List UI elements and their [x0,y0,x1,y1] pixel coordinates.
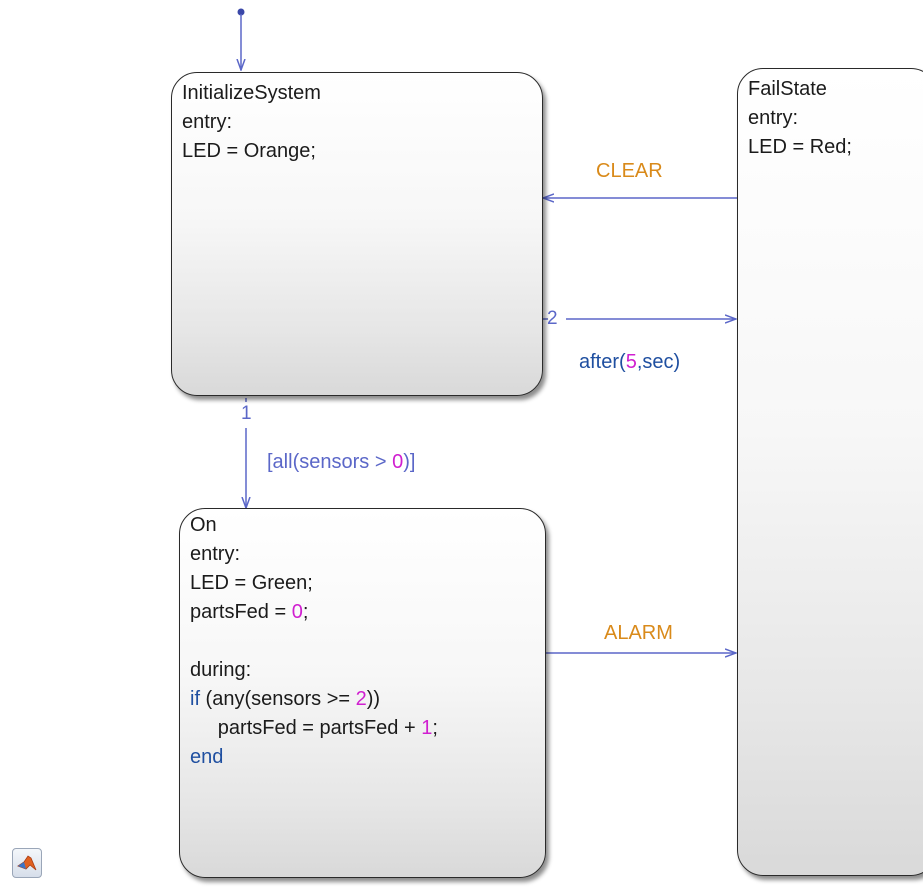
matlab-logo-icon [17,855,37,871]
state-name: On [190,514,217,536]
entry-action: LED = Red; [748,136,852,158]
timeout-label[interactable]: after(5,sec) [579,351,681,373]
entry-label: entry: [190,543,241,565]
matlab-logo-button[interactable] [12,848,42,878]
on-transition-condition[interactable]: [all(sensors > 0)] [267,451,416,473]
default-transition-dot [237,8,245,16]
state-initialize-system[interactable]: InitializeSystem entry: LED = Orange; [171,72,543,396]
entry-action: LED = Orange; [182,140,316,162]
entry-action-parts: partsFed = 0; [190,601,309,623]
clear-event-label[interactable]: CLEAR [596,160,663,182]
entry-action-led: LED = Green; [190,572,313,594]
alarm-event-label[interactable]: ALARM [604,622,673,644]
state-on[interactable]: On entry: LED = Green; partsFed = 0; dur… [179,508,546,878]
state-fail-state[interactable]: FailState entry: LED = Red; [737,68,923,876]
entry-label: entry: [748,107,799,129]
state-name: FailState [748,78,827,100]
during-increment: partsFed = partsFed + 1; [190,717,438,739]
during-label: during: [190,659,252,681]
timeout-priority: 2 [547,308,558,329]
during-end: end [190,746,224,768]
state-name: InitializeSystem [182,82,321,104]
on-transition-priority: 1 [241,403,252,424]
during-if: if (any(sensors >= 2)) [190,688,381,710]
entry-label: entry: [182,111,233,133]
blank-line [190,627,545,656]
